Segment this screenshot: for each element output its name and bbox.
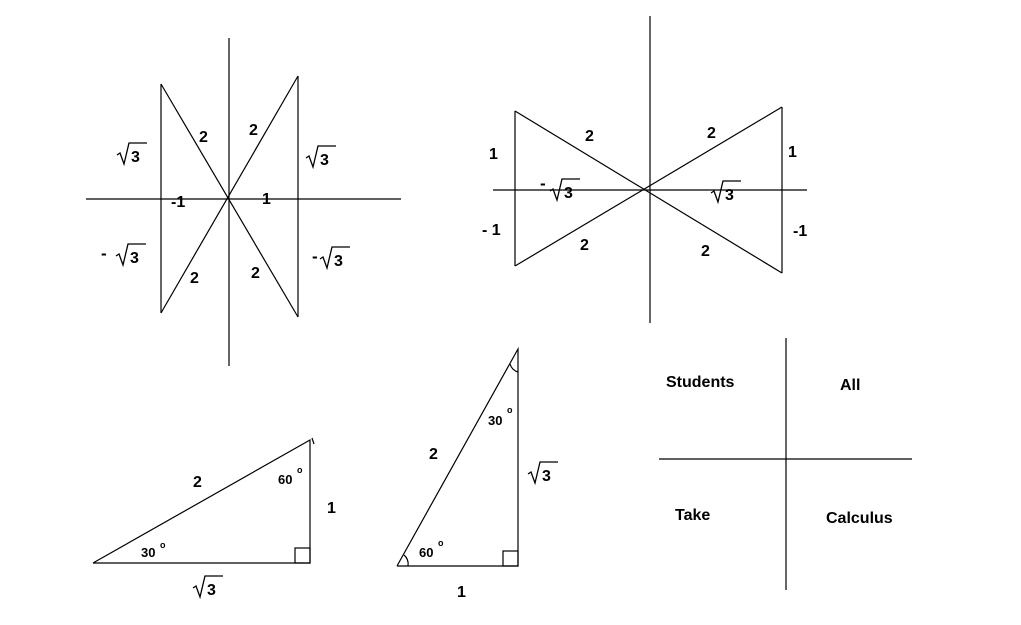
opposite-label: 1 (327, 500, 336, 517)
quadrant-2-label: Students (666, 374, 735, 391)
angle-label-30: 30 o (488, 405, 513, 428)
hypotenuse-ur-ll (514, 106, 783, 267)
hyp-label-upper-right: 2 (249, 122, 258, 139)
y-label-lower-left: - 1 (482, 222, 501, 239)
svg-text:3: 3 (725, 187, 734, 204)
svg-text:60: 60 (419, 545, 433, 560)
x-label-pos-1: 1 (262, 191, 271, 208)
svg-text:30: 30 (488, 413, 502, 428)
svg-text:3: 3 (131, 149, 140, 166)
opposite-label-sqrt3: 3 (527, 461, 559, 485)
hypotenuse-ul-lr (514, 110, 783, 274)
svg-text:3: 3 (207, 582, 216, 599)
svg-text:o: o (438, 538, 444, 548)
y-label-upper-left: 1 (489, 146, 498, 163)
hypotenuse-label: 2 (193, 474, 202, 491)
y-label-upper-right: 1 (788, 144, 797, 161)
sqrt3-x-right: 3 (710, 180, 742, 204)
diagram-b-unit-circle-30deg: 2 2 2 2 1 1 - 1 -1 - 3 3 (482, 16, 807, 323)
hyp-label-lower-left: 2 (190, 270, 199, 287)
quadrant-3-label: Take (675, 507, 710, 524)
y-label-lower-right: -1 (793, 223, 807, 240)
angle-arc-30 (509, 363, 519, 373)
hyp-label-lower-right: 2 (701, 243, 710, 260)
hypotenuse-label: 2 (429, 446, 438, 463)
adjacent-label-sqrt3: 3 (192, 575, 224, 599)
svg-text:3: 3 (542, 468, 551, 485)
hyp-label-upper-left: 2 (199, 129, 208, 146)
svg-text:o: o (160, 540, 166, 550)
hypotenuse-ur-ll (160, 75, 299, 314)
right-angle-marker (502, 550, 519, 567)
triangle-30-degree: 2 1 3 30 o 60 o (92, 437, 336, 599)
hypotenuse-ul-lr (160, 83, 299, 318)
hyp-label-upper-right: 2 (707, 125, 716, 142)
quadrant-4-label: Calculus (826, 510, 893, 527)
neg-sqrt3-lower-right: - 3 (312, 246, 351, 270)
diagram-a-unit-circle-60deg: 2 2 2 2 3 3 - 3 - 3 -1 1 (86, 38, 401, 366)
hyp-label-lower-right: 2 (251, 265, 260, 282)
hyp-label-lower-left: 2 (580, 237, 589, 254)
angle-label-60: 60 o (419, 538, 444, 560)
svg-text:-: - (101, 244, 107, 263)
angle-label-60: 60 o (278, 465, 303, 487)
quadrant-1-label: All (840, 377, 860, 394)
triangle-outline (92, 438, 311, 564)
svg-text:30: 30 (141, 545, 155, 560)
astc-quadrant-mnemonic: Students All Take Calculus (659, 338, 912, 590)
svg-text:60: 60 (278, 472, 292, 487)
x-label-neg-1: -1 (171, 194, 185, 211)
svg-text:3: 3 (564, 185, 573, 202)
adjacent-label: 1 (457, 584, 466, 601)
svg-text:3: 3 (130, 250, 139, 267)
svg-text:o: o (507, 405, 513, 415)
triangle-outline (396, 346, 519, 567)
neg-sqrt3-lower-left: - 3 (101, 243, 147, 267)
hyp-label-upper-left: 2 (585, 128, 594, 145)
svg-text:o: o (297, 465, 303, 475)
right-angle-marker (294, 547, 311, 564)
angle-arc-60 (403, 554, 409, 567)
svg-text:3: 3 (320, 152, 329, 169)
neg-sqrt3-x-left: - 3 (540, 174, 581, 202)
svg-text:-: - (312, 247, 318, 266)
svg-text:-: - (540, 174, 546, 193)
sqrt3-upper-right: 3 (305, 145, 337, 169)
angle-label-30: 30 o (141, 540, 166, 560)
svg-text:3: 3 (334, 253, 343, 270)
sqrt3-upper-left: 3 (116, 142, 148, 166)
triangle-60-degree: 2 3 1 60 o 30 o (396, 346, 559, 601)
